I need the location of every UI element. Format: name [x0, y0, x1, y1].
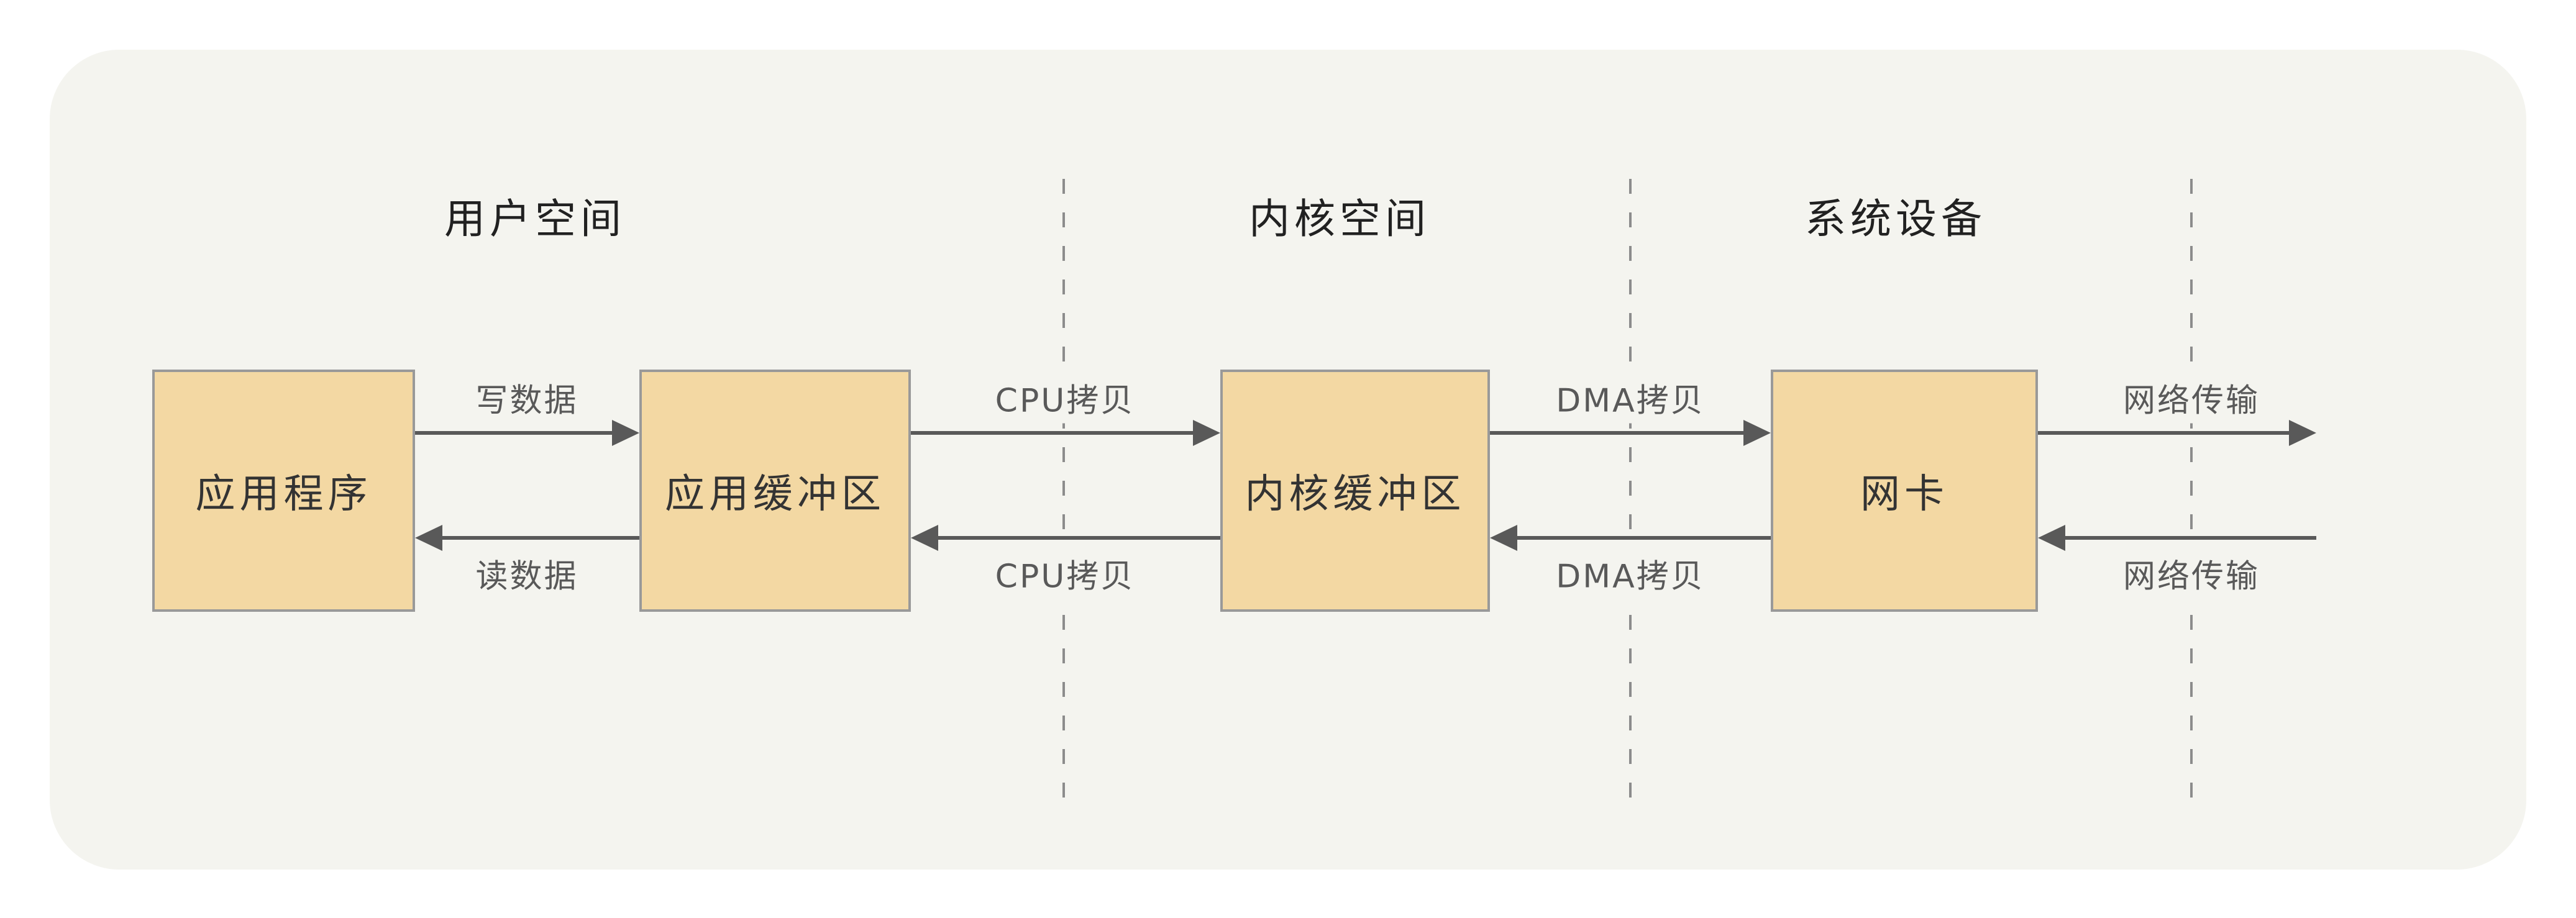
node-kernel-buffer: 内核缓冲区 [1220, 370, 1490, 612]
section-title-user-space: 用户空间 [444, 195, 626, 243]
node-kernel-buffer-label: 内核缓冲区 [1245, 471, 1466, 517]
node-application-label: 应用程序 [195, 471, 372, 517]
node-app-buffer: 应用缓冲区 [639, 370, 911, 612]
write-data-arrow [415, 420, 639, 446]
section-title-kernel-space: 内核空间 [1249, 195, 1430, 243]
node-nic: 网卡 [1771, 370, 2038, 612]
node-app-buffer-label: 应用缓冲区 [665, 471, 885, 517]
node-nic-label: 网卡 [1860, 471, 1948, 517]
label-dma-copy-write: DMA拷贝 [1545, 371, 1716, 424]
label-cpu-copy-read: CPU拷贝 [984, 547, 1146, 599]
network-receive-arrow [2038, 525, 2316, 551]
label-network-receive: 网络传输 [2111, 547, 2272, 599]
label-cpu-copy-write: CPU拷贝 [984, 371, 1146, 424]
cpu-copy-write-arrow [911, 420, 1220, 446]
dma-copy-write-arrow [1490, 420, 1771, 446]
label-read-data: 读数据 [464, 547, 590, 599]
label-dma-copy-read: DMA拷贝 [1545, 547, 1716, 599]
cpu-copy-read-arrow [911, 525, 1220, 551]
node-application: 应用程序 [152, 370, 415, 612]
section-title-system-device: 系统设备 [1805, 195, 1986, 243]
label-network-send: 网络传输 [2111, 371, 2272, 424]
label-write-data: 写数据 [464, 371, 590, 424]
read-data-arrow [415, 525, 639, 551]
network-send-arrow [2038, 420, 2316, 446]
dma-copy-read-arrow [1490, 525, 1771, 551]
